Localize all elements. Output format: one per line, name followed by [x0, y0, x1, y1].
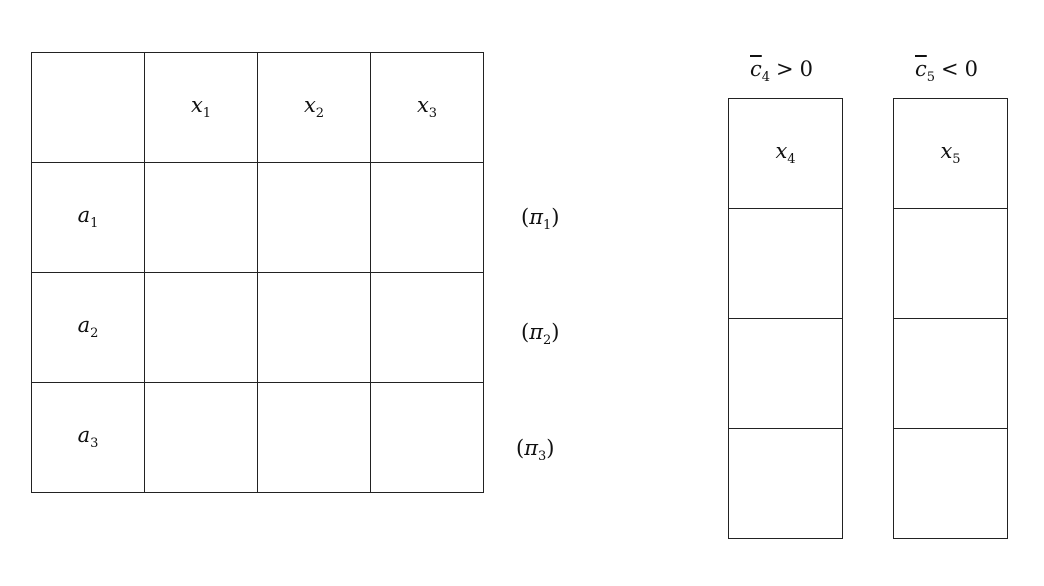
- column-x5: x5: [893, 98, 1008, 539]
- column-x4: x4: [728, 98, 843, 539]
- cell-a3-x1: [144, 382, 258, 493]
- cell-a2-x2: [257, 272, 371, 383]
- row-header-a3: a3: [31, 382, 145, 493]
- row-header-a2: a2: [31, 272, 145, 383]
- column-cell-row: [893, 208, 1008, 319]
- main-tableau: x1 x2 x3 a1 a2 a3: [31, 52, 484, 493]
- cell-a3-x2: [257, 382, 371, 493]
- cell-a3-x4: [728, 428, 843, 539]
- column-cell-row: [728, 208, 843, 319]
- dual-label-pi2: (π2): [521, 320, 560, 349]
- column-header-x2: x2: [257, 52, 371, 163]
- dual-label-pi3: (π3): [516, 436, 555, 465]
- condition-label-c5: c5<0: [915, 57, 979, 86]
- condition-label-c4: c4>0: [750, 57, 814, 86]
- column-cell-row: [728, 428, 843, 539]
- column-header-x1: x1: [144, 52, 258, 163]
- column-cell-row: [893, 428, 1008, 539]
- cell-a1-x2: [257, 162, 371, 273]
- dual-label-pi1: (π1): [521, 205, 560, 234]
- column-cell-row: [728, 318, 843, 429]
- cell-a2-x3: [370, 272, 484, 383]
- cell-a2-x1: [144, 272, 258, 383]
- cell-a2-x4: [728, 318, 843, 429]
- table-row: a2: [31, 272, 484, 383]
- column-cell-row: [893, 318, 1008, 429]
- table-row: a3: [31, 382, 484, 493]
- cell-a1-x1: [144, 162, 258, 273]
- column-header-x4: x4: [728, 98, 843, 209]
- header-row: x1 x2 x3: [31, 52, 484, 163]
- column-header-x5: x5: [893, 98, 1008, 209]
- corner-cell: [31, 52, 145, 163]
- cell-a1-x4: [728, 208, 843, 319]
- column-header-x3: x3: [370, 52, 484, 163]
- column-header-row: x5: [893, 98, 1008, 209]
- cell-a1-x5: [893, 208, 1008, 319]
- row-header-a1: a1: [31, 162, 145, 273]
- cell-a1-x3: [370, 162, 484, 273]
- column-header-row: x4: [728, 98, 843, 209]
- table-row: a1: [31, 162, 484, 273]
- cell-a2-x5: [893, 318, 1008, 429]
- cell-a3-x3: [370, 382, 484, 493]
- cell-a3-x5: [893, 428, 1008, 539]
